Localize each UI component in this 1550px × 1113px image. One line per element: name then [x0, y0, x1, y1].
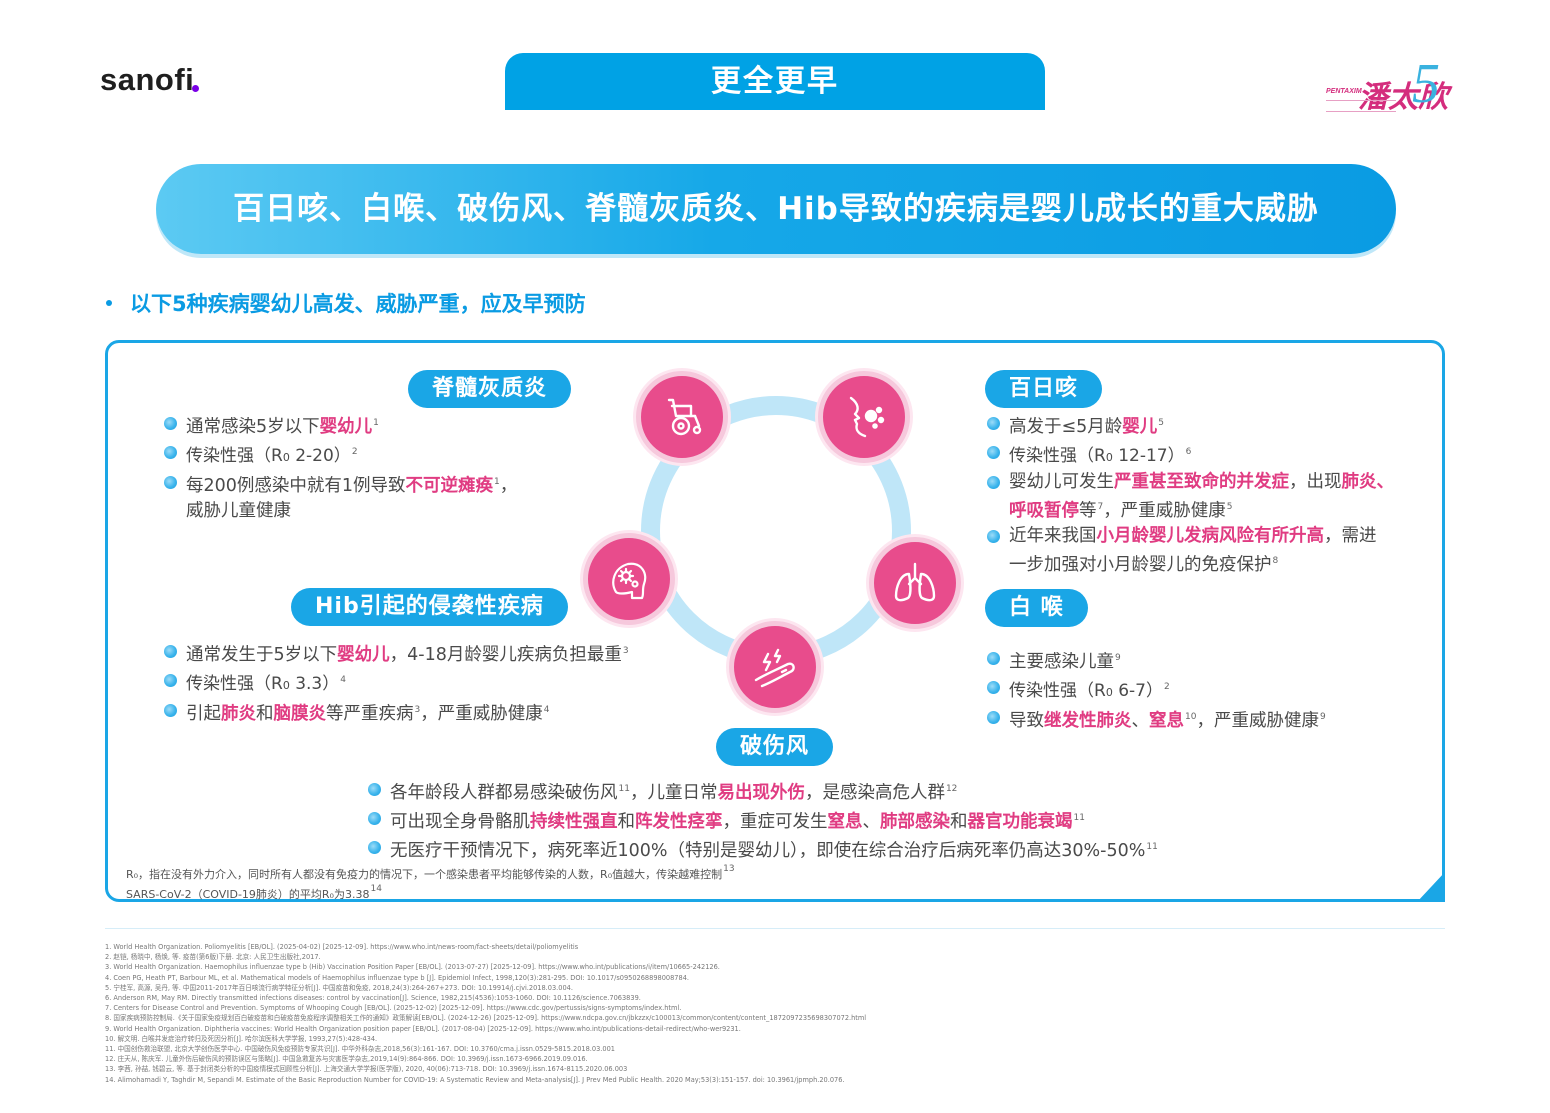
- list-item: 可出现全身骨骼肌持续性强直和阵发性痉挛，重症可发生窒息、肺部感染和器官功能衰竭1…: [368, 806, 1368, 835]
- reference-item: 11. 中国创伤救治联盟, 北京大学创伤医学中心. 中国破伤风免疫预防专家共识[…: [105, 1045, 615, 1054]
- pentaxim-logo: PENTAXIM 潘太欣 5: [1322, 53, 1454, 118]
- sanofi-logo: sanofi: [100, 62, 200, 98]
- subheading-text: 以下5种疾病婴幼儿高发、威胁严重，应及早预防: [130, 292, 586, 316]
- reference-item: 9. World Health Organization. Diphtheria…: [105, 1024, 741, 1033]
- list-item: 每200例感染中就有1例导致不可逆瘫痪1，: [164, 470, 584, 499]
- tetanus-list: 各年龄段人群都易感染破伤风11，儿童日常易出现外伤，是感染高危人群12 可出现全…: [368, 777, 1368, 864]
- pertussis-list: 高发于≤5月龄婴儿5 传染性强（R0 12-17）6 婴幼儿可发生严重甚至致命的…: [987, 411, 1427, 578]
- hib-label: Hib引起的侵袭性疾病: [291, 588, 568, 626]
- list-item: 主要感染儿童9: [987, 646, 1427, 675]
- divider: [105, 928, 1445, 929]
- brand-dot: [192, 85, 200, 92]
- footnote-line: R₀，指在没有外力介入，同时所有人都没有免疫力的情况下，一个感染患者平均能够传染…: [126, 864, 735, 881]
- wheelchair-icon: [636, 371, 728, 463]
- list-item: 传染性强（R0 3.3）4: [164, 668, 664, 698]
- reference-item: 7. Centers for Disease Control and Preve…: [105, 1004, 682, 1013]
- list-item: 传染性强（R0 12-17）6: [987, 440, 1427, 470]
- reference-item: 14. Alimohamadi Y, Taghdir M, Sepandi M.…: [105, 1075, 845, 1084]
- polio-label: 脊髓灰质炎: [408, 370, 572, 408]
- list-item: 无医疗干预情况下，病死率近100%（特别是婴幼儿），即使在综合治疗后病死率仍高达…: [368, 835, 1368, 864]
- reference-item: 5. 宁桂军, 高源, 吴丹, 等. 中国2011-2017年百日咳流行病学特征…: [105, 983, 573, 992]
- lungs-icon: [869, 537, 961, 629]
- footnote-line: SARS-CoV-2（COVID-19肺炎）的平均R₀为3.3814: [126, 884, 382, 901]
- logo-caption-lines: [1326, 100, 1396, 112]
- list-item: 通常感染5岁以下婴幼儿1: [164, 411, 584, 440]
- list-item-continuation: 呼吸暂停等7，严重威胁健康5: [1009, 501, 1233, 521]
- tetanus-label: 破伤风: [716, 728, 834, 766]
- reference-item: 10. 解文明. 白喉并发症治疗转归及死因分析[J]. 哈尔滨医科大学学报, 1…: [105, 1034, 378, 1043]
- list-item: 引起肺炎和脑膜炎等严重疾病3，严重威胁健康4: [164, 698, 664, 727]
- reference-item: 12. 庄天从, 陈庆军. 儿童外伤后破伤风的预防误区与策略[J]. 中国急救复…: [105, 1055, 588, 1064]
- main-banner: 百日咳、白喉、破伤风、脊髓灰质炎、Hib导致的疾病是婴儿成长的重大威胁: [156, 164, 1396, 254]
- bacteria-icon: [583, 533, 675, 625]
- list-item: 传染性强（R0 2-20）2: [164, 440, 584, 470]
- list-item: 各年龄段人群都易感染破伤风11，儿童日常易出现外伤，是感染高危人群12: [368, 777, 1368, 806]
- r0-footnote: R₀，指在没有外力介入，同时所有人都没有免疫力的情况下，一个感染患者平均能够传染…: [126, 862, 735, 902]
- list-item: 高发于≤5月龄婴儿5: [987, 411, 1427, 440]
- pertussis-label: 百日咳: [985, 370, 1103, 408]
- wound-icon: [729, 621, 821, 713]
- references: 1. World Health Organization. Poliomyeli…: [105, 942, 1105, 1085]
- diphtheria-label: 白 喉: [985, 589, 1088, 627]
- list-item: 通常发生于5岁以下婴幼儿，4-18月龄婴儿疾病负担最重3: [164, 639, 664, 668]
- subheading-bullet: [106, 300, 112, 306]
- reference-item: 2. 赵铠, 杨晓中, 杨焕, 等. 疫苗(第6版)下册. 北京: 人民卫生出版…: [105, 953, 321, 962]
- brand-name: sanofi: [100, 62, 195, 97]
- list-item: 导致继发性肺炎、窒息10，严重威胁健康9: [987, 705, 1427, 734]
- list-item-continuation: 威胁儿童健康: [186, 501, 291, 521]
- list-item: 近年来我国小月龄婴儿发病风险有所升高，需进: [987, 524, 1427, 549]
- cough-icon: [818, 371, 910, 463]
- reference-item: 6. Anderson RM, May RM. Directly transmi…: [105, 994, 641, 1003]
- list-item-continuation: 一步加强对小月龄婴儿的免疫保护8: [1009, 555, 1279, 575]
- reference-item: 8. 国家疾病预防控制局.《关于国家免疫规划百白破疫苗和白破疫苗免疫程序调整相关…: [105, 1014, 867, 1023]
- hib-list: 通常发生于5岁以下婴幼儿，4-18月龄婴儿疾病负担最重3 传染性强（R0 3.3…: [164, 639, 664, 727]
- reference-item: 13. 李茜, 孙喆, 钱碧云, 等. 基于封闭类分析的中国疫情模式回顾性分析[…: [105, 1065, 628, 1074]
- diphtheria-list: 主要感染儿童9 传染性强（R0 6-7）2 导致继发性肺炎、窒息10，严重威胁健…: [987, 646, 1427, 734]
- reference-item: 4. Coen PG, Heath PT, Barbour ML, et al.…: [105, 973, 689, 982]
- polio-list: 通常感染5岁以下婴幼儿1 传染性强（R0 2-20）2 每200例感染中就有1例…: [164, 411, 584, 524]
- list-item: 婴幼儿可发生严重甚至致命的并发症，出现肺炎、: [987, 470, 1427, 495]
- logo-number: 5: [1412, 53, 1440, 115]
- reference-item: 3. World Health Organization. Haemophilu…: [105, 963, 720, 972]
- logo-cn: 潘太欣: [1358, 80, 1448, 115]
- list-item: 传染性强（R0 6-7）2: [987, 675, 1427, 705]
- reference-item: 1. World Health Organization. Poliomyeli…: [105, 943, 579, 951]
- page-tab-title: 更全更早: [505, 53, 1045, 110]
- logo-latin: PENTAXIM: [1326, 88, 1362, 95]
- subheading: 以下5种疾病婴幼儿高发、威胁严重，应及早预防: [106, 288, 586, 318]
